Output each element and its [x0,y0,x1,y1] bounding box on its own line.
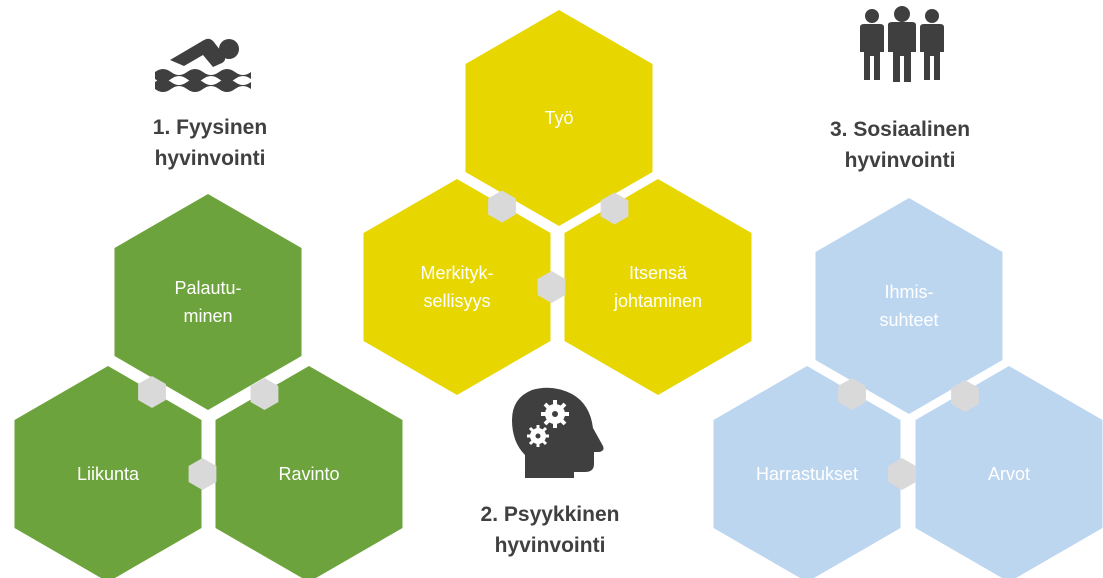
hex-label-line: Harrastukset [755,464,859,484]
connector-social-1 [951,380,979,412]
hex-label-line: Ihmis- [884,282,934,302]
hex-label-line: suhteet [879,310,939,330]
hex-label-line: Ravinto [278,464,340,484]
hexagon-psychological-left [363,179,551,395]
hex-label-ihmissuhteet: Ihmis- suhteet [879,278,938,334]
connector-psychological-0 [488,190,516,223]
hexagon-psychological-right [564,179,752,395]
hex-label-arvot: Arvot [988,460,1030,488]
hexagon-social-top [815,198,1003,414]
hexagon-psychological-top [465,10,653,226]
hex-label-line: Itsensä [628,263,688,283]
hex-label-line: minen [183,306,233,326]
hex-label-ravinto: Ravinto [278,460,339,488]
hex-label-harrastukset: Harrastukset [756,460,858,488]
hex-label-line: sellisyys [423,291,491,311]
hexagon-layer [14,10,1103,578]
title-line: 3. Sosiaalinen [829,118,971,141]
connector-physical-0 [138,376,166,408]
title-line: 2. Psyykkinen [480,503,620,526]
hex-label-line: Liikunta [76,464,140,484]
group-title-social: 3. Sosiaalinen hyvinvointi [790,114,1010,176]
group-title-physical: 1. Fyysinen hyvinvointi [110,112,310,174]
hex-label-palautuminen: Palautu- minen [174,274,241,330]
hex-label-line: Työ [544,108,574,128]
hexagon-physical-right [215,366,403,578]
head-gears-icon [512,387,604,478]
hex-label-line: Palautu- [174,278,242,298]
hex-label-line: johtaminen [613,291,703,311]
hex-label-tyo: Työ [544,104,573,132]
connector-physical-1 [250,378,279,410]
title-line: 1. Fyysinen [152,116,268,139]
connector-psychological-2 [537,271,566,303]
hexagon-physical-top [114,194,302,410]
connector-psychological-1 [600,192,629,225]
hex-label-merkityksellisyys: Merkityk- sellisyys [421,259,494,315]
hexagon-social-left [713,366,901,578]
connector-social-2 [888,458,916,490]
hexagon-social-right [915,366,1103,578]
connector-physical-2 [188,458,217,490]
hex-label-liikunta: Liikunta [77,460,139,488]
hex-label-line: Merkityk- [420,263,494,283]
group-title-psychological: 2. Psyykkinen hyvinvointi [450,499,650,561]
people-group-icon [860,6,944,82]
swimmer-icon [155,38,251,92]
title-line: hyvinvointi [154,147,266,170]
title-line: hyvinvointi [494,534,606,557]
hexagon-physical-left [14,366,202,578]
connector-social-0 [838,378,866,410]
hex-label-line: Arvot [987,464,1031,484]
hex-label-itsensa-johtaminen: Itsensä johtaminen [614,259,702,315]
connector-layer [138,190,979,490]
title-line: hyvinvointi [844,149,956,172]
